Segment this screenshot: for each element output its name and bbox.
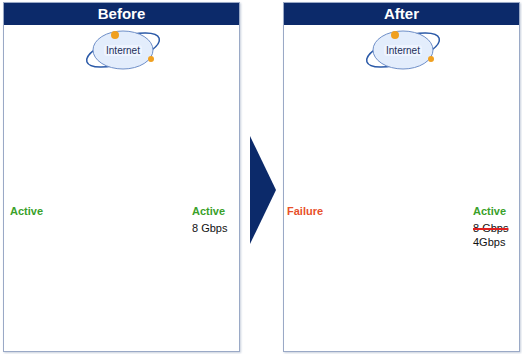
status-label: Active: [192, 205, 225, 218]
status-label: Failure: [287, 205, 323, 218]
cloud-orbit: [363, 26, 443, 74]
panel-heading: After: [284, 3, 519, 25]
old-bandwidth: 8 Gbps: [473, 222, 508, 235]
cloud-dot: [148, 56, 154, 62]
comparison-panel: AfterInternet: [283, 2, 520, 352]
status-label: Active: [473, 205, 506, 218]
transition-arrow: [250, 136, 276, 244]
cloud-dot: [428, 56, 434, 62]
internet-cloud: Internet: [91, 29, 155, 71]
status-label: 8 Gbps: [192, 222, 227, 235]
status-label: Active: [10, 205, 43, 218]
cloud-dot: [391, 31, 399, 39]
cloud-label: Internet: [104, 45, 142, 56]
internet-cloud: Internet: [371, 29, 435, 71]
cloud-body: [93, 31, 153, 69]
status-label: 4Gbps: [473, 236, 505, 249]
cloud-body: [373, 31, 433, 69]
cloud-orbit: [83, 26, 163, 74]
comparison-panel: BeforeInternet: [3, 2, 240, 352]
cloud-label: Internet: [384, 45, 422, 56]
cloud-dot: [111, 31, 119, 39]
panel-heading: Before: [4, 3, 239, 25]
